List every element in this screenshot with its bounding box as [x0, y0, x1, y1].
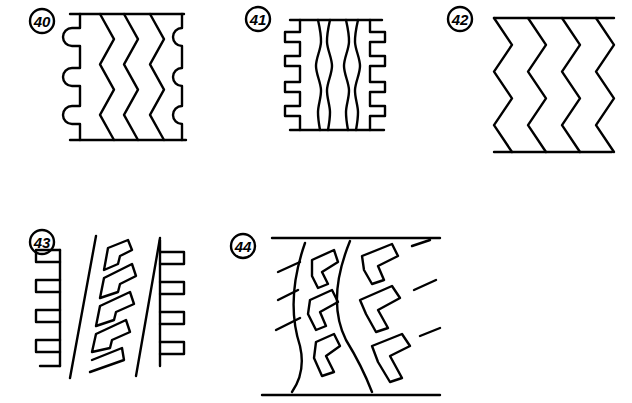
zigzag-groove	[528, 18, 546, 152]
tread-42-grooves	[494, 18, 614, 152]
callout-number: 42	[452, 12, 469, 27]
tread-43	[36, 236, 184, 378]
callout-circles	[30, 7, 472, 258]
tread-41-grooves	[316, 20, 360, 130]
zigzag-groove	[124, 14, 138, 140]
tread-40	[63, 14, 186, 140]
tread-41	[285, 20, 385, 130]
callout-number: 41	[250, 12, 267, 27]
wavy-groove	[344, 20, 349, 130]
wavy-groove	[355, 20, 360, 130]
wavy-groove	[327, 20, 332, 130]
callout-number: 40	[34, 14, 51, 29]
zigzag-groove	[150, 14, 164, 140]
zigzag-groove	[596, 18, 614, 152]
zigzag-groove	[494, 18, 512, 152]
zigzag-groove	[100, 14, 114, 140]
callout-number: 43	[34, 235, 51, 250]
tread-42	[494, 18, 614, 152]
tread-44	[262, 238, 440, 395]
zigzag-groove	[562, 18, 580, 152]
tread-40-grooves	[100, 14, 164, 140]
callout-number: 44	[235, 239, 252, 254]
wavy-groove	[316, 20, 321, 130]
